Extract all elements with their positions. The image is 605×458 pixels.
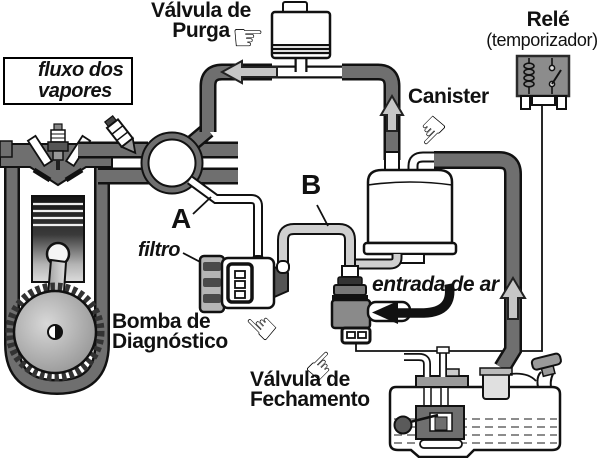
float-arm xyxy=(409,413,439,424)
fuel-float xyxy=(393,415,413,435)
canister-inlet-tip xyxy=(384,151,400,172)
fuel-pump-module xyxy=(393,346,469,449)
fuel-injector-icon xyxy=(103,115,137,155)
canister-illustration xyxy=(362,168,458,264)
canister-riser-pipe xyxy=(342,63,401,160)
relay-switch-symbol xyxy=(548,58,562,94)
intake-manifold xyxy=(78,115,238,195)
vapor-flow-arrow-icon xyxy=(379,94,405,132)
vapor-flow-legend: fluxo dos vapores xyxy=(3,57,133,105)
fuel-tank-illustration xyxy=(388,346,562,458)
engine-illustration xyxy=(0,123,113,396)
closing-valve-label: Válvula de Fechamento xyxy=(250,368,370,411)
exhaust-stub xyxy=(0,140,13,158)
closing-valve-connector xyxy=(340,326,372,345)
canister-outlet-elbow xyxy=(407,151,438,172)
filler-neck xyxy=(530,352,562,388)
diagnostic-pump-label: Bomba de Diagnóstico xyxy=(112,310,228,353)
filter-label: filtro xyxy=(138,239,181,261)
pump-connector xyxy=(226,262,254,304)
relay-illustration xyxy=(515,54,571,110)
canister-label: Canister xyxy=(408,85,489,108)
label-b: B xyxy=(301,169,321,200)
intake-valve xyxy=(26,134,54,168)
air-inlet-arrow-icon xyxy=(372,283,455,324)
label-a-leader-line xyxy=(192,196,212,215)
crankshaft-gear xyxy=(5,282,105,382)
relay-coil-symbol xyxy=(523,58,535,94)
tube-a xyxy=(187,175,265,268)
spark-plug-icon xyxy=(47,123,69,170)
vapor-flow-legend-text: fluxo dos vapores xyxy=(38,59,124,102)
purge-valve-pointing-hand-icon: ☞ xyxy=(231,16,265,59)
label-b-leader-line xyxy=(316,204,329,227)
tank-vapor-flow-arrow-icon xyxy=(499,276,527,320)
purge-flow-arrow-icon xyxy=(219,59,278,85)
relay-label: Relé xyxy=(526,8,570,31)
relay-sublabel: (temporizador) xyxy=(486,30,598,50)
diagnostic-pump-illustration xyxy=(198,254,290,314)
canister-bottom-tube xyxy=(350,254,403,270)
tube-b xyxy=(277,223,356,272)
purge-valve-label: Válvula de Purga xyxy=(151,0,251,42)
purge-valve-illustration xyxy=(270,1,332,60)
vapor-separator xyxy=(479,367,513,400)
label-a: A xyxy=(171,203,191,234)
fuel-cap-icon xyxy=(530,352,562,378)
tank-vent-pipe xyxy=(434,151,522,373)
vent-line xyxy=(509,372,537,382)
air-inlet-label: entrada de ar xyxy=(372,273,499,296)
closing-valve-illustration xyxy=(330,265,412,345)
